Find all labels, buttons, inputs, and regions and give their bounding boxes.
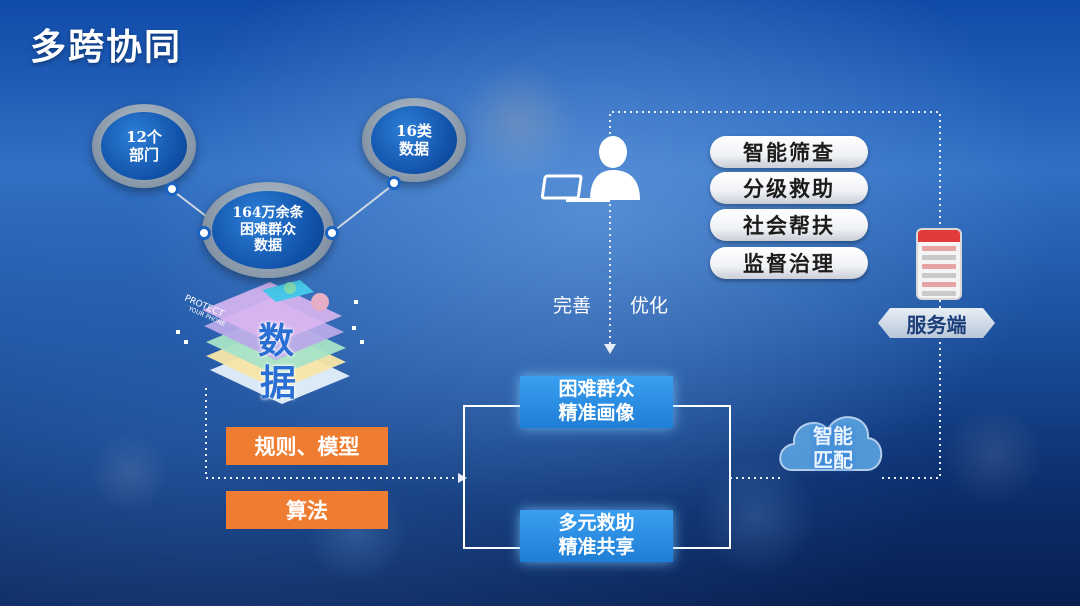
data-stack-illustration bbox=[176, 280, 364, 404]
service-pill-tiered-aid: 分级救助 bbox=[710, 172, 868, 204]
sharing-box-line1: 多元救助 bbox=[558, 512, 635, 535]
bubble-departments-line1: 12个 bbox=[126, 128, 162, 146]
bubble-people-line3: 数据 bbox=[253, 238, 282, 255]
cloud-label-line1: 智能 bbox=[813, 424, 853, 448]
label-improve: 完善 bbox=[553, 295, 592, 317]
bubble-departments-line2: 部门 bbox=[128, 146, 159, 164]
bubble-data-types-line2: 数据 bbox=[398, 140, 429, 158]
connector-dot-right bbox=[387, 176, 401, 190]
profile-box-line1: 困难群众 bbox=[558, 378, 635, 401]
bubble-people-data: 164万余条 困难群众 数据 bbox=[202, 182, 334, 278]
service-pill-social-support: 社会帮扶 bbox=[710, 209, 868, 241]
person-laptop-icon bbox=[540, 136, 640, 202]
bubble-people-line2: 困难群众 bbox=[239, 221, 296, 238]
service-pill-supervision: 监督治理 bbox=[710, 247, 868, 279]
arrow-head-down bbox=[604, 344, 616, 354]
connector-dot-center-left bbox=[197, 226, 211, 240]
profile-box: 困难群众 精准画像 bbox=[520, 376, 673, 428]
data-char-2: 据 bbox=[260, 363, 297, 404]
cloud-label: 智能 匹配 bbox=[808, 424, 858, 472]
bubble-departments: 12个 部门 bbox=[92, 104, 196, 188]
bubble-people-line1: 164万余条 bbox=[232, 204, 304, 221]
bubble-data-types-line1: 16类 bbox=[396, 122, 432, 140]
service-tag: 服务端 bbox=[878, 308, 995, 338]
dotted-line-data-to-frame bbox=[205, 388, 458, 479]
sharing-box-line2: 精准共享 bbox=[558, 536, 635, 558]
arrow-head-frame bbox=[458, 473, 467, 483]
right-bracket bbox=[673, 405, 731, 549]
page-title: 多跨协同 bbox=[30, 27, 183, 68]
rules-models-box: 规则、模型 bbox=[226, 427, 388, 465]
algorithm-box: 算法 bbox=[226, 491, 388, 529]
profile-box-line2: 精准画像 bbox=[558, 402, 635, 424]
bubble-data-types: 16类 数据 bbox=[362, 98, 466, 182]
service-pill-screening: 智能筛查 bbox=[710, 136, 868, 168]
connector-dot-center-right bbox=[325, 226, 339, 240]
cloud-icon bbox=[779, 416, 883, 471]
data-char-1: 数 bbox=[258, 321, 295, 362]
connector-dot-left bbox=[165, 182, 179, 196]
cloud-label-line2: 匹配 bbox=[813, 448, 853, 472]
dotted-loop-line bbox=[609, 111, 941, 479]
phone-icon bbox=[916, 228, 962, 300]
connector-line-right bbox=[329, 183, 395, 235]
label-optimize: 优化 bbox=[630, 295, 669, 317]
sharing-box: 多元救助 精准共享 bbox=[520, 510, 673, 562]
left-bracket bbox=[463, 405, 520, 549]
